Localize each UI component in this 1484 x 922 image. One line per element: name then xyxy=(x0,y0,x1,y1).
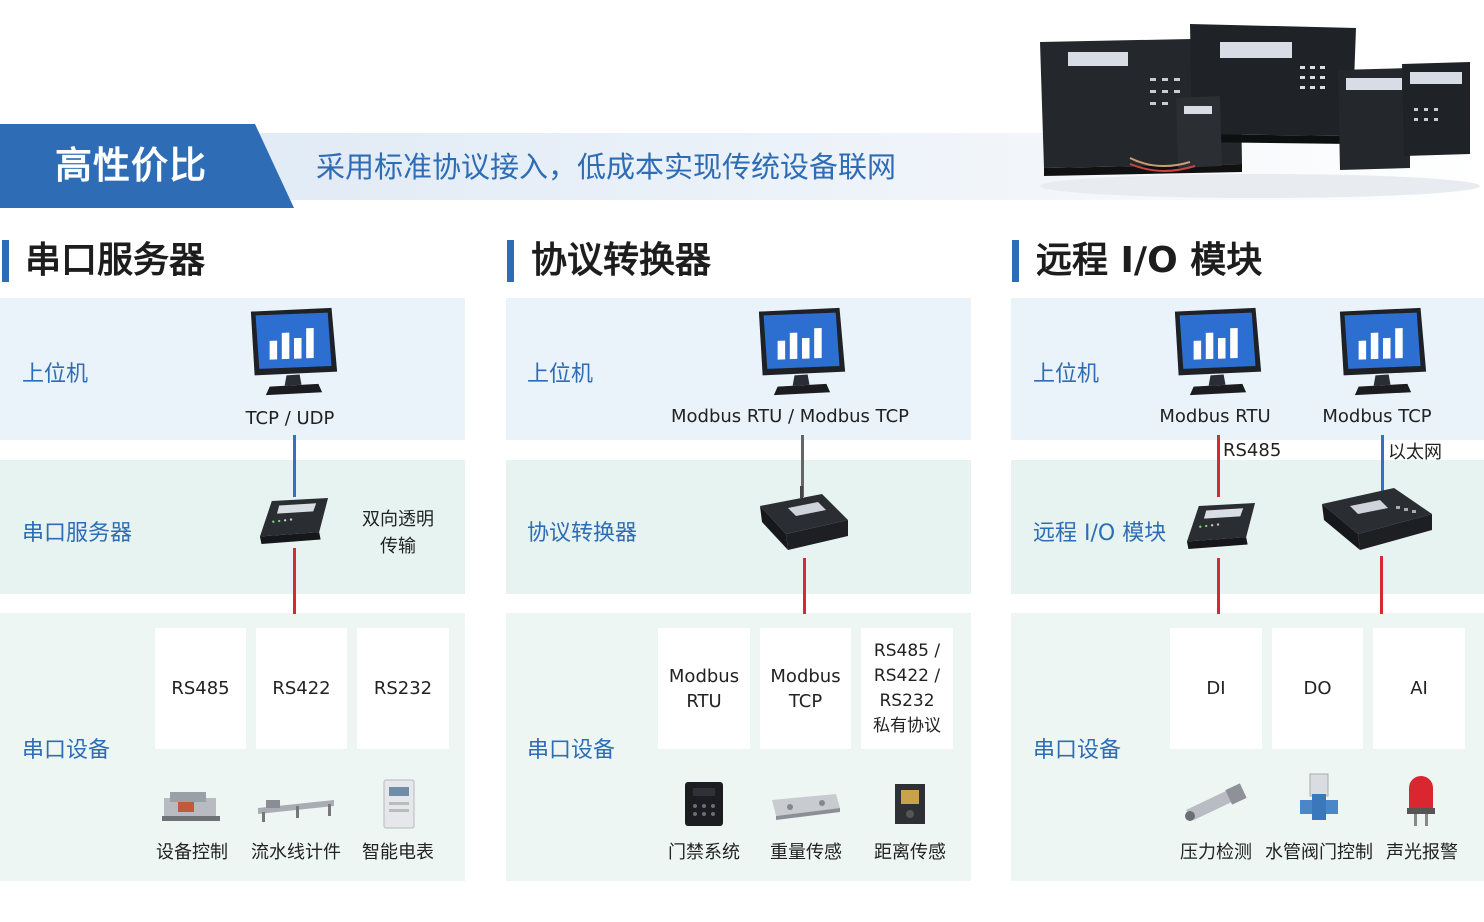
device-caption: 声光报警 xyxy=(1386,842,1458,863)
device-label: 远程 I/O 模块 xyxy=(1033,521,1167,546)
banner-subtitle: 采用标准协议接入，低成本实现传统设备联网 xyxy=(316,150,897,184)
device-caption: 压力检测 xyxy=(1180,842,1252,863)
device-caption: 距离传感 xyxy=(874,842,946,863)
device-caption: 水管阀门控制 xyxy=(1265,842,1373,863)
host-band xyxy=(506,298,971,440)
section-title-remote-io: 远程 I/O 模块 xyxy=(1036,240,1263,281)
signal-card: DO xyxy=(1272,628,1363,749)
distance-sensor-icon xyxy=(895,784,925,824)
weight-sensor-icon xyxy=(772,794,840,820)
smart-meter-icon xyxy=(383,779,415,829)
host-label: 上位机 xyxy=(1033,362,1100,387)
section-title-serial: 串口服务器 xyxy=(25,240,206,281)
host-label: 上位机 xyxy=(22,362,89,387)
interface-card: RS422 xyxy=(256,628,347,749)
section-title-converter: 协议转换器 xyxy=(531,240,712,281)
section-marker xyxy=(1012,240,1019,282)
io-link xyxy=(1217,558,1220,614)
monitor-icon xyxy=(755,306,849,396)
ethernet-link xyxy=(801,435,804,497)
interface-card: RS232 xyxy=(357,628,449,749)
alarm-light-icon xyxy=(1407,776,1435,826)
monitor-icon xyxy=(247,306,341,396)
device-band xyxy=(506,460,971,594)
device-label: 协议转换器 xyxy=(527,521,638,546)
serial-link xyxy=(293,548,296,614)
device-band xyxy=(0,460,465,594)
water-valve-icon xyxy=(1300,773,1338,820)
rs485-link xyxy=(1217,435,1220,497)
interface-card: RS485 xyxy=(155,628,246,749)
serial-device-label: 串口设备 xyxy=(1033,738,1122,763)
host-label: 上位机 xyxy=(527,362,594,387)
section-marker xyxy=(2,240,9,282)
device-label: 串口服务器 xyxy=(22,521,133,546)
assembly-line-icon xyxy=(258,800,334,822)
remote-io-large-icon xyxy=(1322,488,1432,550)
io-link xyxy=(1380,556,1383,614)
rs485-label: RS485 xyxy=(1223,440,1282,461)
host-protocol: TCP / UDP xyxy=(245,408,335,429)
host-protocol: Modbus RTU / Modbus TCP xyxy=(670,406,910,427)
transfer-note-line1: 双向透明 xyxy=(362,509,434,530)
signal-card: AI xyxy=(1373,628,1465,749)
device-caption: 流水线计件 xyxy=(251,842,341,863)
serial-link xyxy=(803,558,806,614)
monitor-icon xyxy=(1336,306,1430,396)
device-caption: 重量传感 xyxy=(770,842,842,863)
ethernet-link xyxy=(293,435,296,497)
serial-server-icon xyxy=(257,490,331,552)
serial-device-label: 串口设备 xyxy=(22,738,111,763)
section-marker xyxy=(507,240,514,282)
banner-tag-text: 高性价比 xyxy=(55,144,207,187)
pressure-sensor-icon xyxy=(1185,783,1247,821)
equipment-control-icon xyxy=(162,792,220,821)
protocol-converter-icon xyxy=(760,486,848,550)
serial-device-label: 串口设备 xyxy=(527,738,616,763)
host-protocol-tcp: Modbus TCP xyxy=(1322,406,1432,427)
transfer-note-line2: 传输 xyxy=(380,536,416,557)
device-caption: 智能电表 xyxy=(362,842,434,863)
ethernet-label: 以太网 xyxy=(1388,442,1442,463)
banner-tag xyxy=(0,124,294,208)
product-image xyxy=(1040,24,1480,198)
host-band xyxy=(0,298,465,440)
device-caption: 设备控制 xyxy=(156,842,228,863)
host-protocol-rtu: Modbus RTU xyxy=(1159,406,1271,427)
remote-io-small-icon xyxy=(1184,494,1258,558)
monitor-icon xyxy=(1171,306,1265,396)
signal-card: DI xyxy=(1170,628,1262,749)
ethernet-link xyxy=(1381,435,1384,493)
device-caption: 门禁系统 xyxy=(668,842,740,863)
access-control-icon xyxy=(685,782,723,826)
